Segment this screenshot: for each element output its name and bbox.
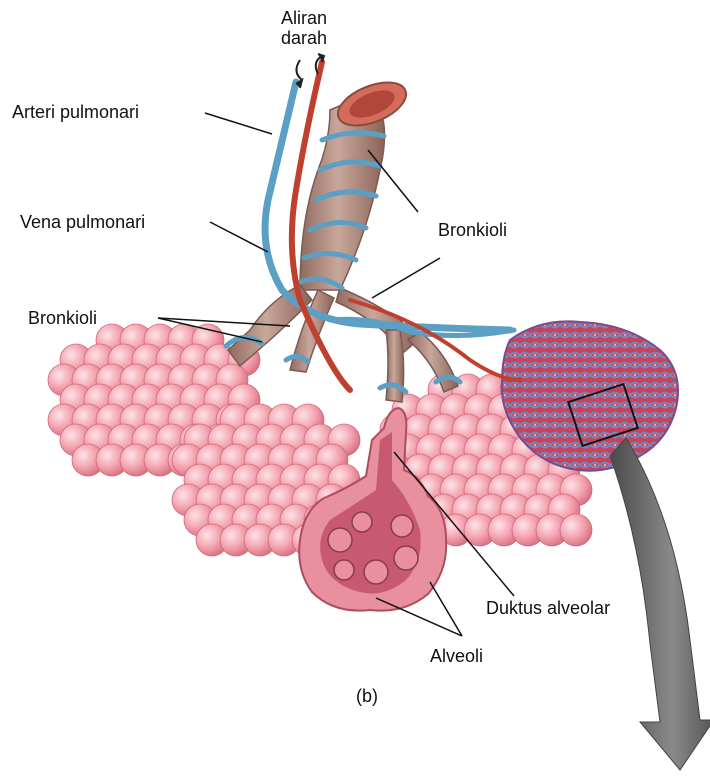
leader-arteri — [205, 113, 272, 134]
blood-flow-label-line2: darah — [262, 28, 346, 48]
bronchiole-left-label: Bronkioli — [28, 308, 97, 328]
blood-flow-label-line1: Aliran — [262, 8, 346, 28]
leader-alveoli-a — [430, 582, 462, 636]
leader-alveoli-b — [376, 598, 462, 636]
blood-flow-label: Aliran darah — [262, 8, 346, 48]
magnify-arrow — [610, 438, 710, 770]
pulmonary-vein-label: Vena pulmonari — [20, 212, 145, 232]
alveolus-sac — [560, 514, 592, 546]
leader-bronkioli-right2 — [372, 258, 440, 298]
alveolar-duct-label: Duktus alveolar — [486, 598, 610, 618]
leader-vena — [210, 222, 268, 252]
pulmonary-artery-label: Arteri pulmonari — [12, 102, 139, 122]
alveoli-label: Alveoli — [430, 646, 483, 666]
bronchiole-right-label: Bronkioli — [438, 220, 507, 240]
panel-label: (b) — [356, 686, 378, 706]
